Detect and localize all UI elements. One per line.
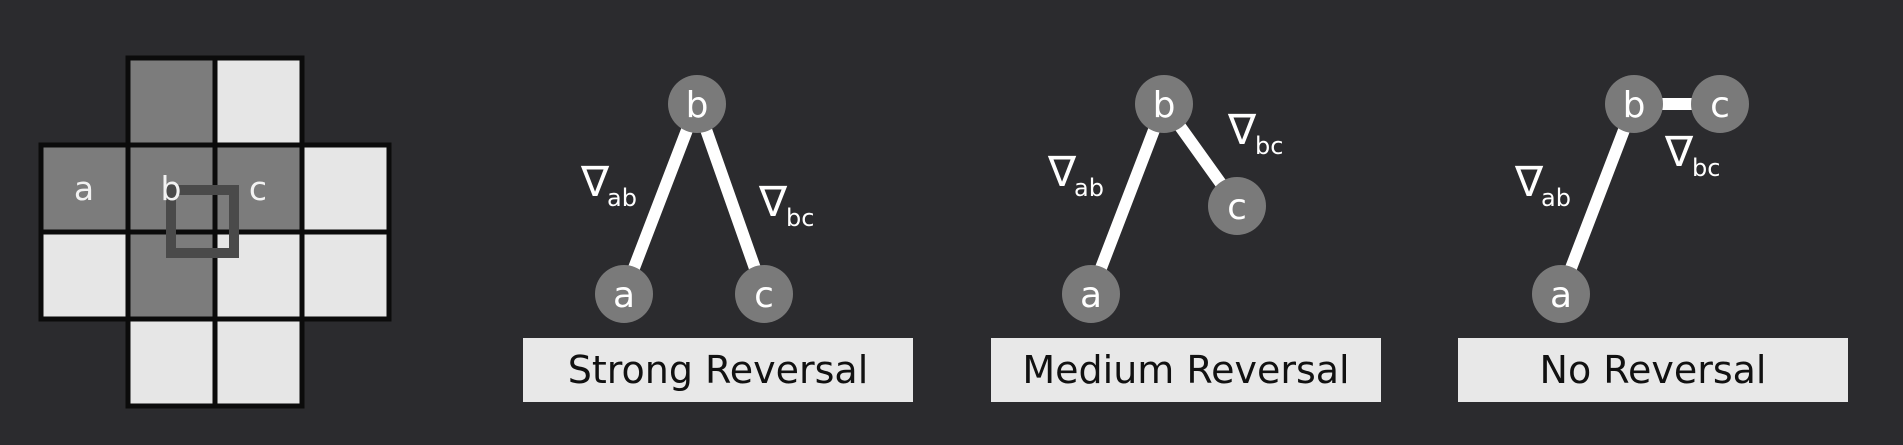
- node-label-b: b: [1153, 85, 1176, 126]
- node-label-c: c: [754, 275, 774, 316]
- node-c: [735, 265, 793, 323]
- node-label-a: a: [1080, 275, 1102, 316]
- grid-cell: [41, 232, 128, 319]
- grid-lines: [38, 55, 392, 409]
- node-b: [1135, 75, 1193, 133]
- node-c: [1208, 177, 1266, 235]
- node-label-c: c: [1227, 187, 1247, 228]
- gradient-bc-symbol: ∇: [1664, 127, 1694, 176]
- node-label-a: a: [1550, 275, 1572, 316]
- diagram-medium-reversal: b a c ∇ ab ∇ bc Medium Reversal: [991, 75, 1381, 402]
- edge-ab: [1085, 98, 1170, 300]
- gradient-bc-symbol: ∇: [1227, 105, 1257, 154]
- caption-box: [523, 338, 913, 402]
- node-a: [595, 265, 653, 323]
- node-label-a: a: [613, 275, 635, 316]
- gradient-ab-symbol: ∇: [1047, 147, 1077, 196]
- gradient-ab-symbol: ∇: [1514, 157, 1544, 206]
- pixel-grid: a b c: [38, 55, 392, 409]
- grid-cell: [302, 232, 389, 319]
- node-label-c: c: [1710, 85, 1730, 126]
- edge-ab: [1555, 98, 1640, 300]
- node-label-b: b: [1623, 85, 1646, 126]
- grid-cell: [215, 232, 302, 319]
- gradient-ab-subscript: ab: [1541, 184, 1571, 212]
- edge-bc: [691, 98, 770, 300]
- grid-cell: [215, 319, 302, 406]
- gradient-bc-subscript: bc: [1255, 132, 1283, 160]
- node-b: [1605, 75, 1663, 133]
- node-label-b: b: [686, 85, 709, 126]
- sample-marker: [166, 185, 239, 258]
- gradient-bc-subscript: bc: [1692, 154, 1720, 182]
- node-c: [1691, 75, 1749, 133]
- edge-ab: [618, 98, 703, 300]
- grid-cell: [215, 58, 302, 145]
- caption-medium-reversal: Medium Reversal: [1022, 348, 1349, 392]
- grid-label-a: a: [74, 169, 94, 208]
- grid-label-c: c: [249, 169, 267, 208]
- node-b: [668, 75, 726, 133]
- gradient-bc-symbol: ∇: [758, 177, 788, 226]
- gradient-bc-subscript: bc: [786, 204, 814, 232]
- caption-strong-reversal: Strong Reversal: [568, 348, 869, 392]
- diagram-strong-reversal: b a c ∇ ab ∇ bc Strong Reversal: [523, 75, 913, 402]
- gradient-ab-symbol: ∇: [580, 157, 610, 206]
- caption-box: [1458, 338, 1848, 402]
- grid-cell-a: [41, 145, 128, 232]
- gradient-ab-subscript: ab: [607, 184, 637, 212]
- grid-cell: [128, 58, 215, 145]
- node-a: [1062, 265, 1120, 323]
- grid-label-b: b: [161, 169, 182, 208]
- diagram-no-reversal: b a c ∇ ab ∇ bc No Reversal: [1458, 75, 1848, 402]
- node-a: [1532, 265, 1590, 323]
- grid-cell: [302, 145, 389, 232]
- caption-no-reversal: No Reversal: [1540, 348, 1767, 392]
- caption-box: [991, 338, 1381, 402]
- gradient-ab-subscript: ab: [1074, 174, 1104, 202]
- grid-cell: [128, 319, 215, 406]
